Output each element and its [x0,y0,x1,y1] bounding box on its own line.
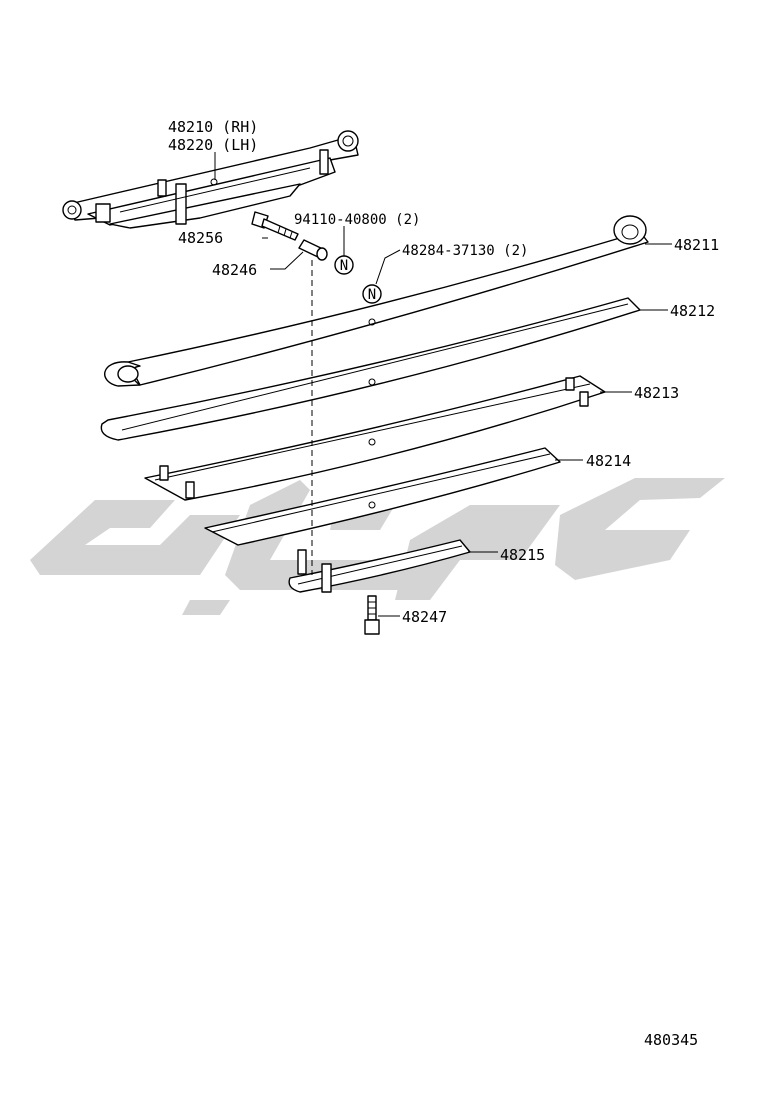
callout-48284-37130: 48284-37130 (2) [402,243,528,259]
callout-48211: 48211 [674,236,719,254]
nut-symbol-text-2: N [368,287,376,303]
callout-48213: 48213 [634,384,679,402]
callout-48246: 48246 [212,261,257,279]
spring-eye-bolt [251,211,299,241]
nut-symbol-text-1: N [340,258,348,274]
callout-48247: 48247 [402,608,447,626]
callout-48215: 48215 [500,546,545,564]
callout-48210-rh: 48210 (RH) [168,118,258,136]
spring-bushing [298,239,328,261]
callout-94110-40800: 94110-40800 (2) [294,212,420,228]
leader-lines [214,152,672,617]
leaf-spring-fifth-leaf [288,539,471,593]
leaf-spring-main-leaf [104,215,649,387]
leaf-spring-assembly [62,130,359,229]
callout-48212: 48212 [670,302,715,320]
leaf-spring-second-leaf [100,297,641,441]
leaf-spring-third-leaf [144,375,606,501]
callout-48256: 48256 [178,229,223,247]
leaf-spring-fourth-leaf [204,447,561,546]
diagram-id: 480345 [644,1031,698,1049]
nut-symbol-1: N [334,255,354,275]
center-bolt [364,595,380,635]
nut-symbol-2: N [362,284,382,304]
callout-48220-lh: 48220 (LH) [168,136,258,154]
callout-48214: 48214 [586,452,631,470]
